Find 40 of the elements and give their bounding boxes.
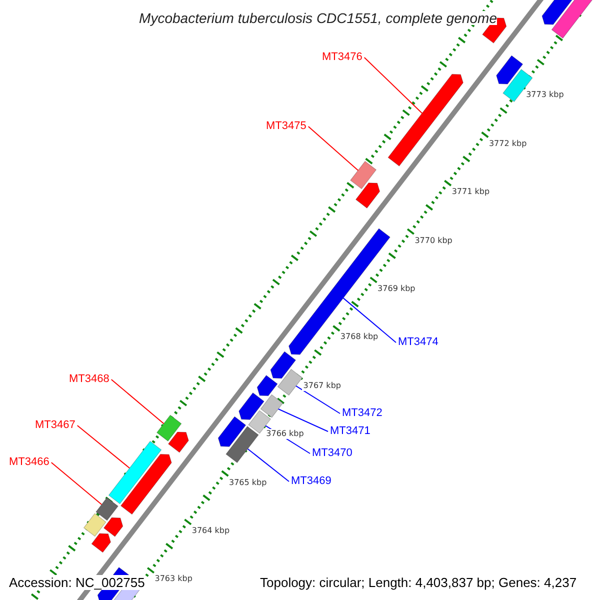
gene-feature: [277, 368, 303, 396]
gene-label: MT3472: [342, 408, 382, 419]
scale-label: 3766 kbp: [265, 429, 305, 440]
leader-line: [50, 462, 102, 506]
gene-label: MT3467: [35, 420, 76, 431]
gene-feature: [96, 497, 118, 521]
scale-label: 3765 kbp: [228, 478, 268, 488]
gene-label: MT3468: [69, 374, 110, 385]
genome-stats-text: Topology: circular; Length: 4,403,837 bp; Genes: 4,237: [260, 575, 577, 590]
gene-feature: [350, 160, 377, 190]
gene-label: MT3469: [291, 476, 332, 487]
scale-label: 3772 kbp: [488, 138, 528, 149]
leader-line: [76, 425, 130, 469]
accession-text: Accession: NC_002755: [9, 575, 145, 590]
gene-feature: [260, 394, 284, 418]
scale-label: 3763 kbp: [154, 574, 194, 584]
gene-label: MT3471: [330, 426, 370, 437]
gene-label: MT3474: [398, 337, 438, 348]
scale-label: 3769 kbp: [376, 284, 416, 294]
leader-line: [110, 379, 164, 424]
leader-line: [342, 298, 396, 343]
scale-label: 3767 kbp: [302, 380, 342, 391]
leader-line: [247, 448, 290, 482]
diagram-title: Mycobacterium tuberculosis CDC1551, complete genome: [139, 11, 497, 25]
leader-line: [308, 126, 359, 171]
scale-label: 3768 kbp: [339, 332, 380, 342]
scale-label: 3771 kbp: [450, 187, 491, 198]
gene-label: MT3476: [322, 52, 362, 63]
leader-line: [278, 408, 328, 432]
scale-label: 3764 kbp: [190, 526, 231, 536]
leader-line: [295, 385, 340, 414]
scale-label: 3773 kbp: [525, 90, 565, 100]
gene-feature: [108, 440, 162, 504]
gene-feature: [388, 74, 464, 166]
gene-label: MT3470: [312, 448, 352, 459]
gene-label: MT3475: [266, 121, 306, 132]
gene-feature: [226, 426, 259, 464]
scale-label: 3770 kbp: [414, 236, 454, 246]
gene-feature: [156, 414, 182, 442]
gene-label: MT3466: [9, 457, 50, 468]
